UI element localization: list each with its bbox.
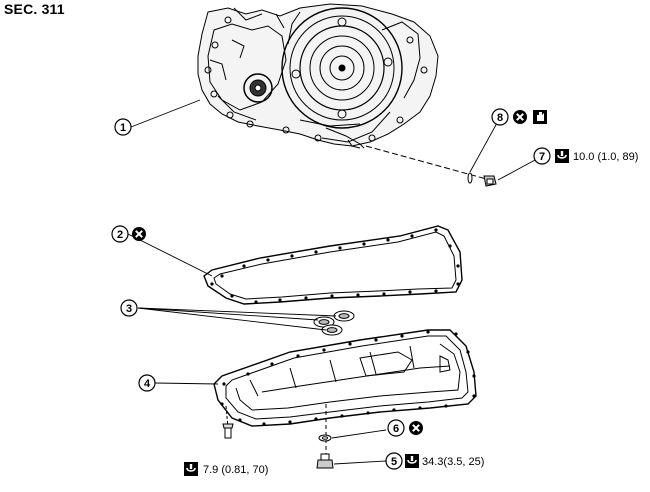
callout-6-number: 6 [393,423,399,435]
callout-2-number: 2 [117,229,123,241]
callout-4-number: 4 [144,378,151,390]
callout-8: 8 [491,108,509,126]
do-not-reuse-icon [131,226,147,242]
torque-wrench-icon [183,461,199,477]
torque-wrench-icon [554,148,570,164]
torque-wrench-icon [404,453,420,469]
do-not-reuse-icon [408,420,424,436]
magnets-drawing [313,310,355,336]
callout-5: 5 [385,452,403,470]
callout-3-number: 3 [126,303,132,315]
callout-2: 2 [111,225,129,243]
callout-8-number: 8 [497,112,503,124]
torque-pan-bolt: 7.9 (0.81, 70) [203,464,268,476]
callout-7: 7 [533,147,551,165]
callout-3: 3 [120,299,138,317]
callout-6: 6 [387,419,405,437]
callout-7-number: 7 [539,151,545,163]
transaxle-drawing [197,3,439,149]
oil-pan-gasket-drawing [203,225,463,305]
callout-4: 4 [138,374,156,392]
torque-item-7: 10.0 (1.0, 89) [573,151,638,163]
drain-plug-drawing [316,404,334,469]
oil-pan-drawing [213,329,477,427]
torque-item-5: 34.3(3.5, 25) [422,456,484,468]
overflow-plug-drawing [365,145,497,187]
section-label: SEC. 311 [4,1,65,17]
callout-1: 1 [114,118,132,136]
pan-bolt-drawing [222,405,234,439]
leader-lines [127,99,536,465]
apply-fluid-icon [533,110,547,124]
callout-5-number: 5 [391,456,397,468]
callout-1-number: 1 [120,122,126,134]
do-not-reuse-icon [512,109,528,125]
